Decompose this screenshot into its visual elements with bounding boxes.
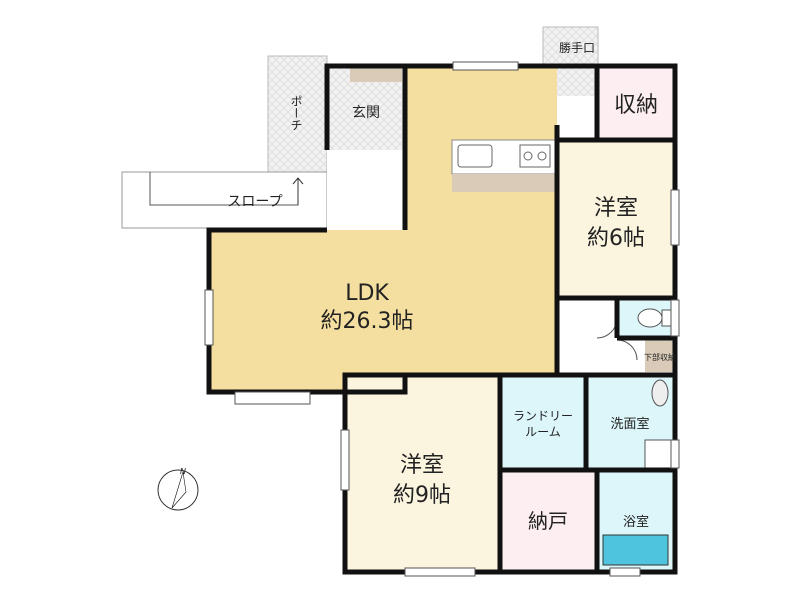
laundry-room	[500, 375, 585, 470]
washbasin-icon	[651, 379, 669, 407]
stove-icon	[519, 144, 551, 168]
bathroom-label: 浴室	[623, 514, 649, 530]
porch-label: ポーチ	[289, 95, 303, 131]
windows	[204, 61, 680, 577]
slope-area	[121, 171, 328, 229]
western9-label: 洋室	[400, 453, 444, 478]
slope-label: スロープ	[227, 194, 282, 210]
underfloor-storage	[645, 340, 675, 372]
underfloor-storage-label: 下部収納	[644, 352, 676, 362]
western6-size: 約6帖	[587, 226, 645, 251]
ldk-size: 約26.3帖	[321, 309, 414, 334]
ldk-label: LDK	[345, 281, 389, 306]
back-door-area	[542, 26, 599, 67]
slope-arrow-icon	[292, 177, 304, 205]
sink-icon	[457, 144, 493, 168]
compass-north-label: N	[180, 467, 186, 476]
entrance-label: 玄関	[352, 104, 380, 121]
western6-room	[557, 140, 675, 298]
storage-label: 収納	[614, 93, 658, 118]
washroom-label: 洗面室	[610, 416, 649, 432]
closet-label: 納戸	[528, 509, 568, 533]
closet-room	[500, 470, 597, 570]
hall	[557, 298, 617, 375]
back-door-label: 勝手口	[559, 40, 595, 55]
laundry-label-1: ランドリー	[513, 409, 573, 423]
western9-size: 約9帖	[393, 483, 451, 508]
bathtub-icon	[602, 534, 669, 566]
laundry-label-2: ルーム	[525, 425, 561, 439]
compass-icon: N	[157, 467, 199, 511]
porch-area	[267, 55, 328, 173]
toilet-icon	[637, 308, 663, 328]
storage-room	[597, 66, 675, 140]
western9-room	[345, 375, 500, 570]
back-door-landing	[557, 66, 597, 96]
western6-label: 洋室	[594, 196, 638, 221]
entrance-hall	[327, 150, 405, 230]
